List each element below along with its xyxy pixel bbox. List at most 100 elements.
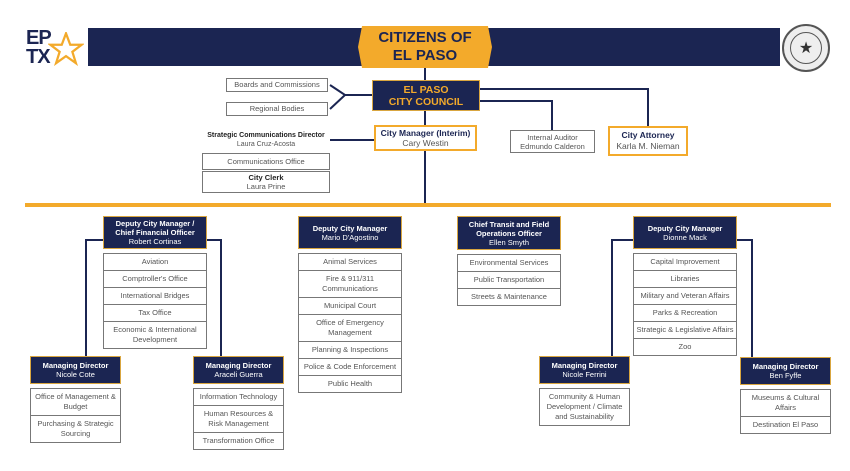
star-icon xyxy=(48,32,84,66)
department-item: Planning & Inspections xyxy=(299,341,401,358)
internal-auditor-box: Internal Auditor Edmundo Calderon xyxy=(510,130,595,153)
city-clerk-name: Laura Prine xyxy=(246,182,286,191)
group-leader-name: Araceli Guerra xyxy=(214,370,263,379)
department-item: Public Health xyxy=(299,375,401,392)
department-item: Information Technology xyxy=(199,392,278,401)
internal-auditor-title: Internal Auditor xyxy=(527,132,578,142)
group-title: Deputy City Manager xyxy=(312,223,388,233)
department-item: Strategic & Legislative Affairs xyxy=(634,321,736,338)
group-title: Managing Director xyxy=(42,361,109,370)
city-manager-name: Cary Westin xyxy=(402,138,449,148)
strategic-comms-name: Laura Cruz-Acosta xyxy=(236,141,296,148)
department-item: Tax Office xyxy=(104,304,206,321)
group-title: Managing Director xyxy=(205,361,272,370)
city-clerk-box: City Clerk Laura Prine xyxy=(202,171,330,193)
department-item: Environmental Services xyxy=(469,258,549,267)
group-header: Deputy City Manager /Chief Financial Off… xyxy=(103,216,207,249)
department-item: Human Resources & Risk Management xyxy=(194,405,283,432)
group-title: Deputy City Manager xyxy=(647,223,723,233)
department-item: Office of Management & Budget xyxy=(35,392,116,411)
city-clerk-title: City Clerk xyxy=(248,173,284,182)
department-item: International Bridges xyxy=(104,287,206,304)
department-item: Destination El Paso xyxy=(741,416,830,433)
group-title: Chief Financial Officer xyxy=(115,228,195,237)
council-line-1: EL PASO xyxy=(403,83,449,96)
department-item: Police & Code Enforcement xyxy=(299,358,401,375)
group-title: Deputy City Manager / xyxy=(115,219,195,228)
strategic-comms-box: Strategic Communications Director Laura … xyxy=(202,130,330,150)
department-item: Zoo xyxy=(634,338,736,355)
group-leader-name: Robert Cortinas xyxy=(128,237,182,246)
group-title: Managing Director xyxy=(752,362,819,371)
divider-bar xyxy=(25,203,831,207)
city-manager-box: City Manager (Interim) Cary Westin xyxy=(374,125,477,151)
department-item: Military and Veteran Affairs xyxy=(634,287,736,304)
city-attorney-box: City Attorney Karla M. Nieman xyxy=(608,126,688,156)
boards-and-commissions-box: Boards and Commissions xyxy=(226,78,328,92)
council-line-2: CITY COUNCIL xyxy=(388,95,464,108)
department-item: Municipal Court xyxy=(299,297,401,314)
communications-office-box: Communications Office xyxy=(202,153,330,170)
department-item: Parks & Recreation xyxy=(634,304,736,321)
city-attorney-title: City Attorney xyxy=(621,130,675,140)
department-item: Streets & Maintenance xyxy=(458,288,560,305)
department-item: Fire & 911/311 Communications xyxy=(299,270,401,297)
group-leader-name: Dionne Mack xyxy=(663,232,707,242)
city-seal: ★ xyxy=(782,24,830,72)
group-leader-name: Mario D'Agostino xyxy=(321,232,379,242)
group-title: Chief Transit and Field xyxy=(468,219,550,229)
internal-auditor-name: Edmundo Calderon xyxy=(520,141,585,151)
group-cfo: Deputy City Manager /Chief Financial Off… xyxy=(103,216,207,349)
city-attorney-name: Karla M. Nieman xyxy=(616,141,680,151)
department-list: Community & Human Development / Climate … xyxy=(539,388,630,426)
citizens-of-el-paso: CITIZENS OF EL PASO xyxy=(358,26,492,68)
department-item: Transformation Office xyxy=(194,432,283,449)
group-leader-name: Ellen Smyth xyxy=(488,237,530,247)
department-item: Public Transportation xyxy=(458,271,560,288)
regional-label: Regional Bodies xyxy=(249,104,305,113)
city-manager-title: City Manager (Interim) xyxy=(380,128,471,138)
group-leader-name: Nicole Cote xyxy=(56,370,95,379)
department-item: Animal Services xyxy=(323,257,377,266)
department-item: Libraries xyxy=(634,270,736,287)
department-item: Capital Improvement xyxy=(650,257,720,266)
regional-bodies-box: Regional Bodies xyxy=(226,102,328,116)
department-item: Comptroller's Office xyxy=(104,270,206,287)
department-item: Community & Human Development / Climate … xyxy=(546,392,623,421)
group-title: Operations Officer xyxy=(476,228,542,238)
group-leader-name: Nicole Ferrini xyxy=(562,370,607,379)
department-item: Aviation xyxy=(141,257,169,266)
boards-label: Boards and Commissions xyxy=(234,80,320,89)
citizens-line-2: EL PASO xyxy=(392,47,458,64)
department-item: Museums & Cultural Affairs xyxy=(751,393,820,412)
comms-office-label: Communications Office xyxy=(227,156,305,166)
citizens-line-1: CITIZENS OF xyxy=(378,29,472,46)
group-leader-name: Ben Fyffe xyxy=(769,371,802,380)
department-item: Purchasing & Strategic Sourcing xyxy=(31,415,120,442)
department-item: Economic & International Development xyxy=(104,321,206,348)
city-council-box: EL PASO CITY COUNCIL xyxy=(372,80,480,111)
department-item: Office of Emergency Management xyxy=(299,314,401,341)
seal-star-icon: ★ xyxy=(790,32,822,64)
